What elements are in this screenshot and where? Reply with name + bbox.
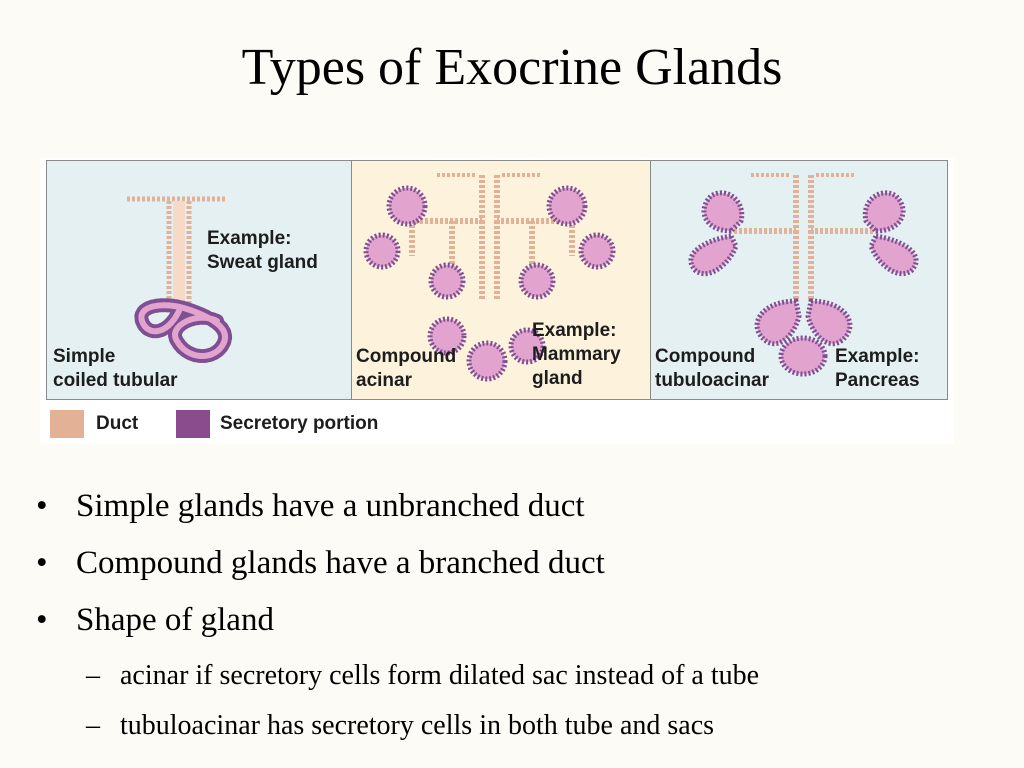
bullet-marker: • [36,602,48,638]
type-label-simple-coiled-tubular: Simple coiled tubular [53,346,178,391]
panel-compound-acinar: Example: Mammary gland Compound acinar [351,160,651,400]
sub-bullet-marker: – [86,660,100,691]
legend-secretory-portion-label: Secretory portion [220,413,379,434]
example-label-sweat-gland: Example: Sweat gland [207,228,318,273]
type-label-compound-tubuloacinar: Compound tubuloacinar [655,346,770,391]
panel-compound-tubuloacinar: Example: Pancreas Compound tubuloacinar [650,160,948,400]
diagram-legend: Duct Secretory portion [40,404,954,442]
sub-bullet-text: acinar if secretory cells form dilated s… [120,660,760,691]
bullet-marker: • [36,488,48,524]
simple-coiled-tubular-illustration [127,196,233,363]
list-item: • Simple glands have a unbranched duct [34,486,605,543]
list-item: – tubuloacinar has secretory cells in bo… [86,706,759,756]
bullet-marker: • [36,545,48,581]
example-label-pancreas: Example: Pancreas [835,346,920,391]
list-item: • Shape of gland [34,600,605,657]
bullet-text: Simple glands have a unbranched duct [76,488,585,524]
bullet-text: Compound glands have a branched duct [76,545,605,581]
legend-duct-label: Duct [96,413,139,434]
gland-diagram: Example: Sweat gland Simple coiled tubul… [40,158,954,444]
duct-swatch [50,410,84,438]
type-label-compound-acinar: Compound acinar [356,346,457,391]
example-label-mammary-gland: Example: Mammary gland [532,320,621,389]
compound-acinar-illustration [363,173,616,382]
sub-bullet-text: tubuloacinar has secretory cells in both… [120,710,715,741]
panel-simple-coiled-tubular: Example: Sweat gland Simple coiled tubul… [46,160,352,400]
compound-tubuloacinar-illustration [688,173,919,377]
list-item: – acinar if secretory cells form dilated… [86,656,759,706]
bullet-text: Shape of gland [76,602,274,638]
sub-bullet-list: – acinar if secretory cells form dilated… [86,656,759,756]
secretory-portion-swatch [176,410,210,438]
bullet-list: • Simple glands have a unbranched duct •… [34,486,605,657]
list-item: • Compound glands have a branched duct [34,543,605,600]
sub-bullet-marker: – [86,710,100,741]
slide-title: Types of Exocrine Glands [241,39,783,96]
